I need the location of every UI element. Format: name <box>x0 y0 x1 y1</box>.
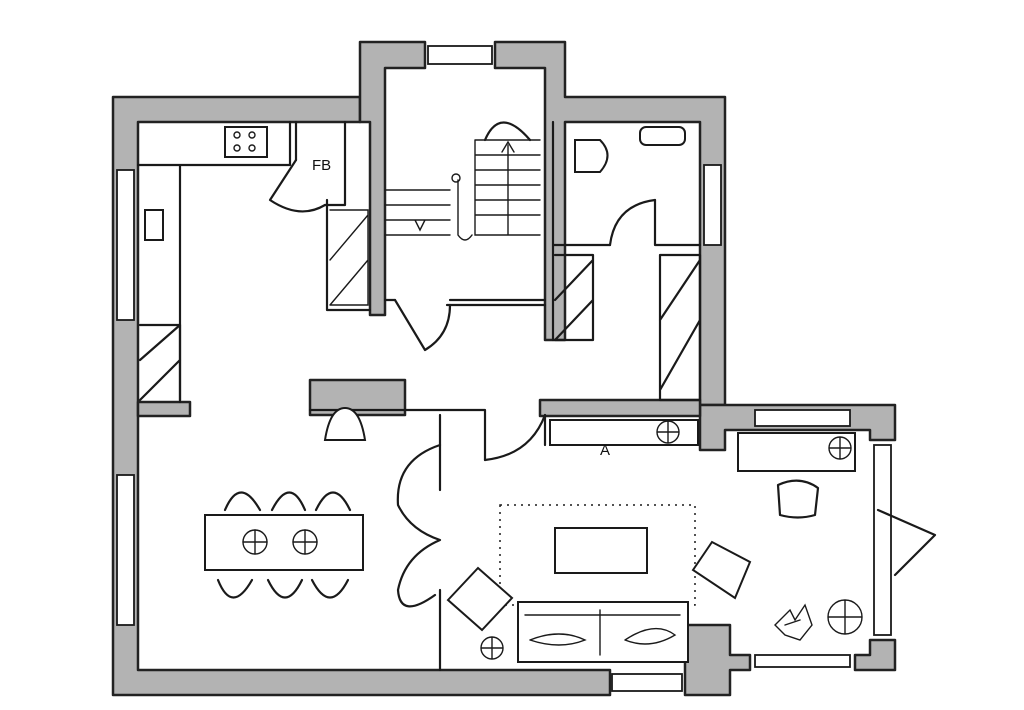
armchair-right <box>691 540 752 600</box>
armchair-left <box>446 566 514 632</box>
furniture: FB A <box>138 126 863 663</box>
pantry-label: FB <box>312 157 331 174</box>
chair <box>310 578 350 599</box>
inner-wall-hall <box>538 398 702 418</box>
window-extension-right <box>873 444 892 636</box>
chair <box>266 578 304 599</box>
cabinet-hall <box>553 253 595 342</box>
kitchen-counter <box>136 120 292 404</box>
window-extension-bottom <box>754 654 851 668</box>
table-lamps-icon <box>242 529 318 555</box>
sofa-cushions <box>524 609 681 656</box>
dining-table <box>204 514 364 571</box>
door-pantry[interactable] <box>268 158 327 213</box>
plant-icon <box>774 603 813 641</box>
window-bath <box>703 164 722 246</box>
extension-wall-bottom <box>683 623 752 697</box>
doors <box>268 121 937 608</box>
stair-hall-walls <box>383 298 547 307</box>
floor-lamp-icon <box>480 636 504 660</box>
desk <box>737 432 856 472</box>
newel-post <box>451 173 461 183</box>
wardrobe <box>658 253 702 402</box>
sofa <box>517 601 689 663</box>
stair-tower-walls <box>358 40 427 317</box>
window-extension-top <box>754 409 851 427</box>
window-stair-top <box>427 45 493 65</box>
door-stair-hall[interactable] <box>393 298 452 352</box>
toilet-tank <box>639 126 686 146</box>
cabinet-kitchen <box>138 323 182 402</box>
door-double[interactable] <box>396 443 442 608</box>
stairs <box>384 139 541 241</box>
sink <box>144 209 164 241</box>
window-left-upper <box>116 169 135 321</box>
stove <box>224 126 268 158</box>
pantry-walls <box>294 120 372 312</box>
chair <box>270 491 307 512</box>
stair-tower-top-right <box>493 40 727 407</box>
inner-wall-kitchen <box>136 400 192 418</box>
chair <box>223 491 262 512</box>
sideboard-lamp-icon <box>656 420 680 444</box>
window-left-lower <box>116 474 135 626</box>
coffee-table <box>554 527 648 574</box>
door-stair-top[interactable] <box>483 121 532 142</box>
chair <box>216 578 254 599</box>
door-bath[interactable] <box>608 198 657 247</box>
door-extension[interactable] <box>876 508 937 577</box>
stove-heater <box>323 406 367 441</box>
desk-chair <box>776 479 820 519</box>
sideboard-label: A <box>600 442 610 459</box>
window-bottom <box>611 673 683 692</box>
cabinet-pantry <box>329 209 369 306</box>
bath-walls <box>551 120 702 342</box>
chair <box>314 491 352 512</box>
stove-burners-icon <box>233 131 256 152</box>
door-hall[interactable] <box>483 413 547 462</box>
extension-wall-right <box>853 638 897 672</box>
stair-arrow <box>501 140 515 153</box>
side-lamp-icon <box>827 599 863 635</box>
hall-walls <box>308 408 547 672</box>
windows <box>116 45 892 692</box>
dining-chairs <box>216 491 352 599</box>
desk-lamp-icon <box>828 436 852 460</box>
toilet <box>574 139 609 173</box>
